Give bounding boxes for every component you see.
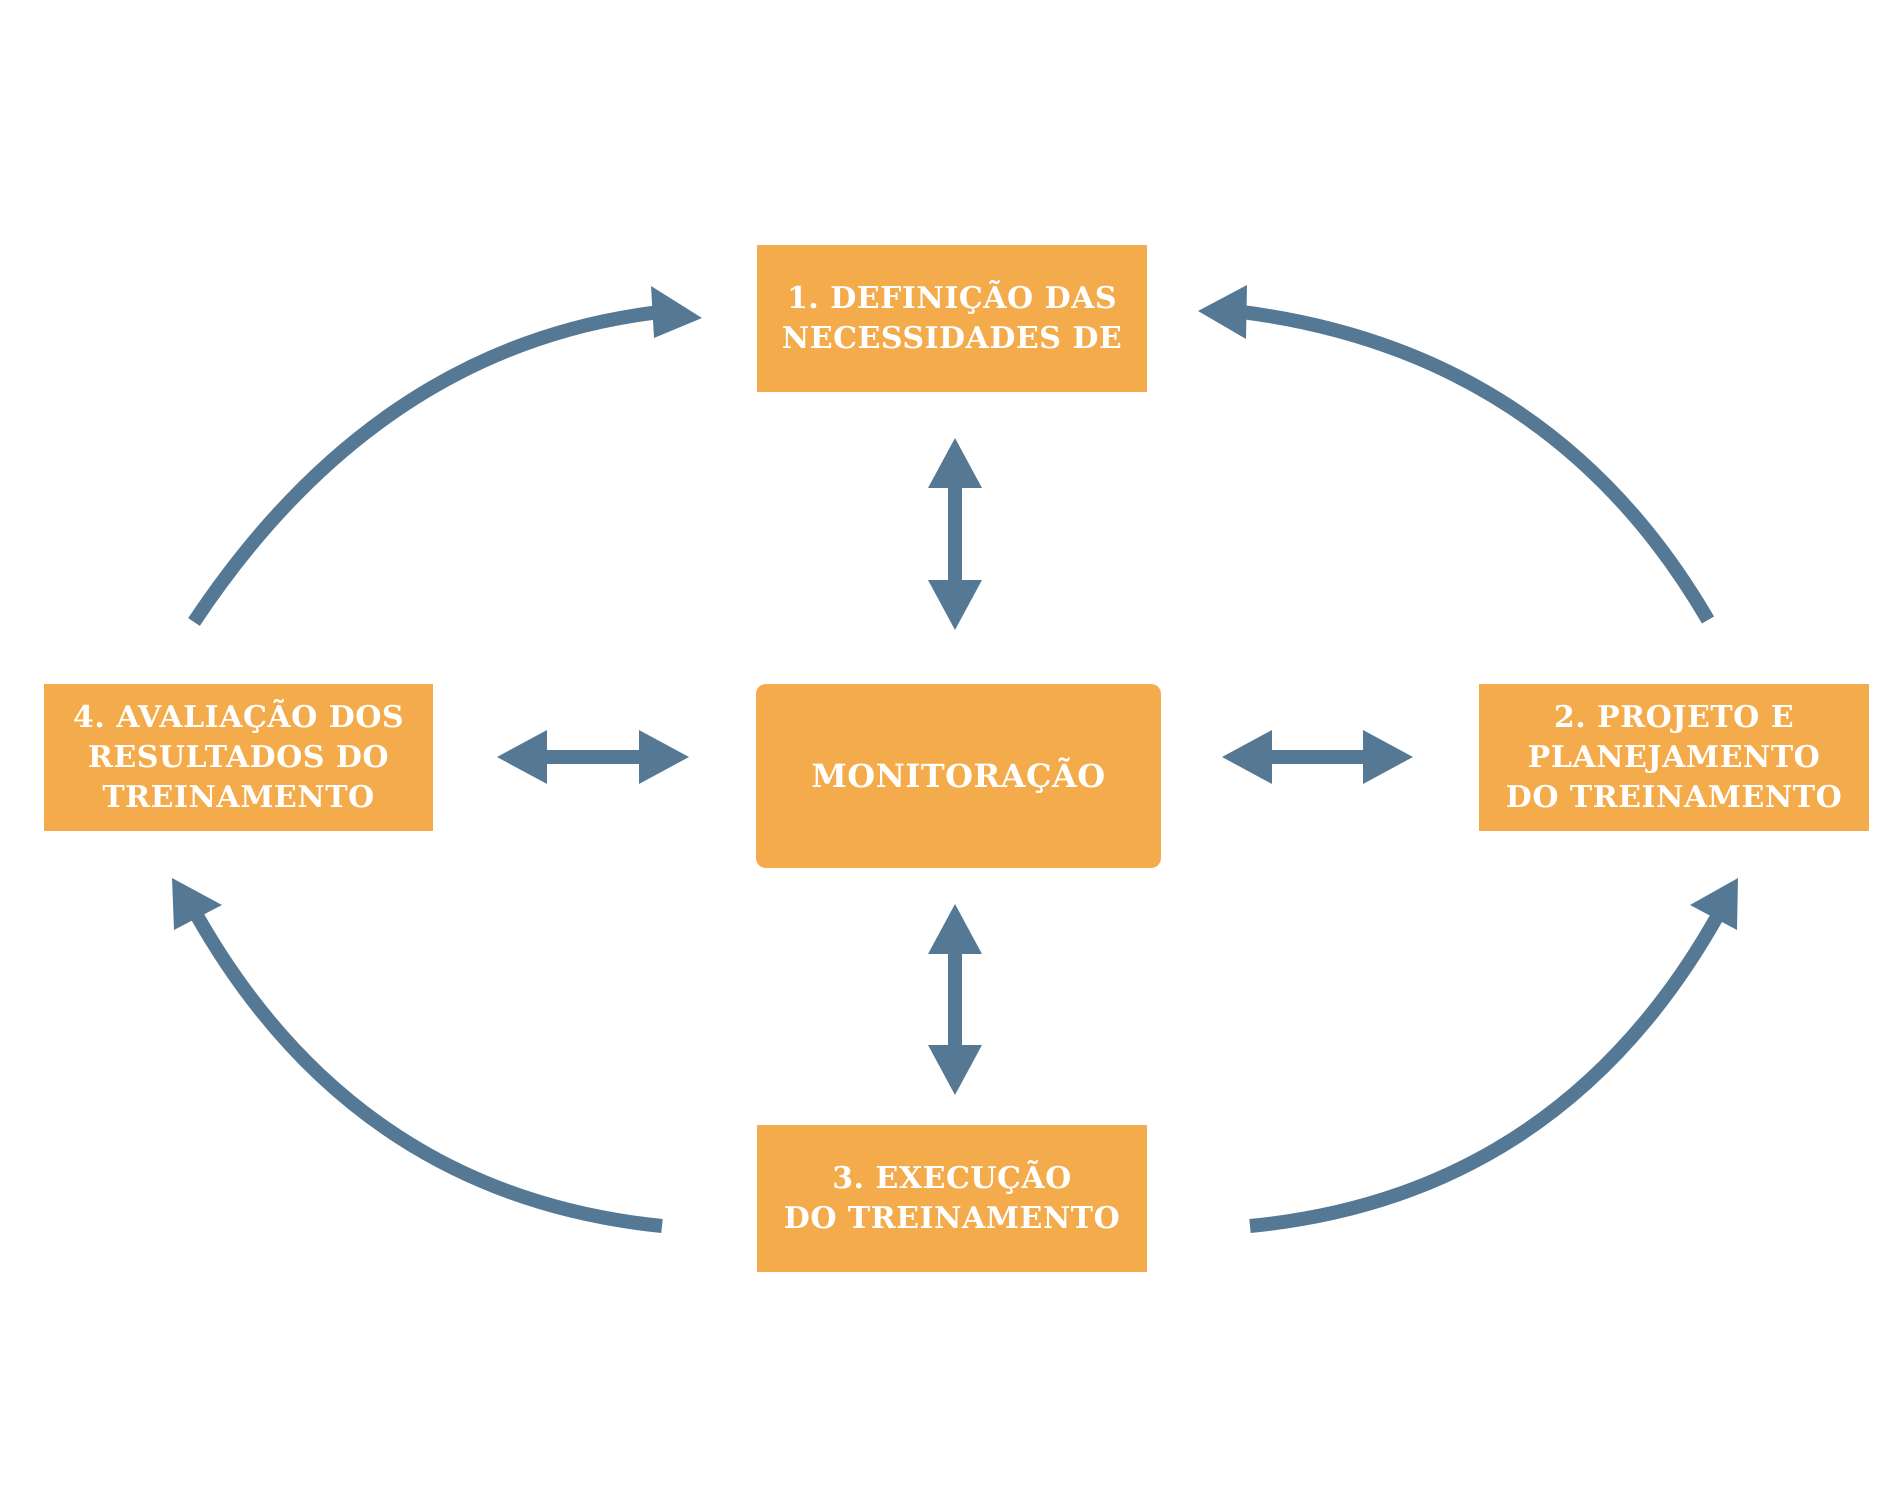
- cycle-arrow-2-to-3-head: [1690, 878, 1738, 930]
- cycle-arrow-2-to-3: [1249, 911, 1725, 1233]
- cycle-arrow-4-to-1: [188, 305, 661, 626]
- monitoring-line-1: MONITORAÇÃO: [811, 757, 1106, 795]
- monitoring-box: MONITORAÇÃO: [756, 684, 1161, 868]
- step-4-box: 4. AVALIAÇÃO DOS RESULTADOS DO TREINAMEN…: [44, 684, 433, 831]
- connector-center-2-head-right: [1363, 730, 1413, 784]
- step-3-line-2: DO TREINAMENTO: [783, 1200, 1121, 1236]
- cycle-arrow-1-to-2: [1241, 305, 1715, 624]
- step-2-box: 2. PROJETO E PLANEJAMENTO DO TREINAMENTO: [1479, 684, 1869, 831]
- connector-center-3-head-down: [928, 1045, 982, 1095]
- step-1-line-1: 1. DEFINIÇÃO DAS: [786, 280, 1118, 316]
- step-4-line-1: 4. AVALIAÇÃO DOS: [72, 699, 405, 735]
- connector-center-3-head-up: [928, 904, 982, 954]
- cycle-arrow-4-to-1-head: [651, 286, 702, 338]
- step-3-line-1: 3. EXECUÇÃO: [832, 1160, 1072, 1196]
- connector-center-1-head-up: [928, 438, 982, 488]
- connector-center-4-head-right: [639, 730, 689, 784]
- step-1-line-2: NECESSIDADES DE: [781, 320, 1123, 356]
- cycle-arrow-1-to-2-head: [1198, 285, 1247, 339]
- step-2-line-1: 2. PROJETO E: [1553, 699, 1795, 735]
- step-2-line-3: DO TREINAMENTO: [1505, 779, 1843, 815]
- connector-center-1-head-down: [928, 580, 982, 630]
- step-2-label: 2. PROJETO E PLANEJAMENTO DO TREINAMENTO: [1506, 698, 1842, 818]
- step-3-label: 3. EXECUÇÃO DO TREINAMENTO: [784, 1159, 1120, 1239]
- monitoring-label: MONITORAÇÃO: [811, 756, 1105, 796]
- step-2-line-2: PLANEJAMENTO: [1527, 739, 1821, 775]
- connector-center-2-head-left: [1222, 730, 1272, 784]
- step-1-box: 1. DEFINIÇÃO DAS NECESSIDADES DE: [757, 245, 1147, 392]
- cycle-arrow-3-to-4: [189, 910, 663, 1233]
- step-4-line-2: RESULTADOS DO: [87, 739, 390, 775]
- step-1-label: 1. DEFINIÇÃO DAS NECESSIDADES DE: [782, 279, 1122, 359]
- step-4-line-3: TREINAMENTO: [102, 779, 375, 815]
- step-4-label: 4. AVALIAÇÃO DOS RESULTADOS DO TREINAMEN…: [73, 698, 404, 818]
- connector-center-4-head-left: [497, 730, 547, 784]
- cycle-arrow-3-to-4-head: [172, 878, 222, 930]
- step-3-box: 3. EXECUÇÃO DO TREINAMENTO: [757, 1125, 1147, 1272]
